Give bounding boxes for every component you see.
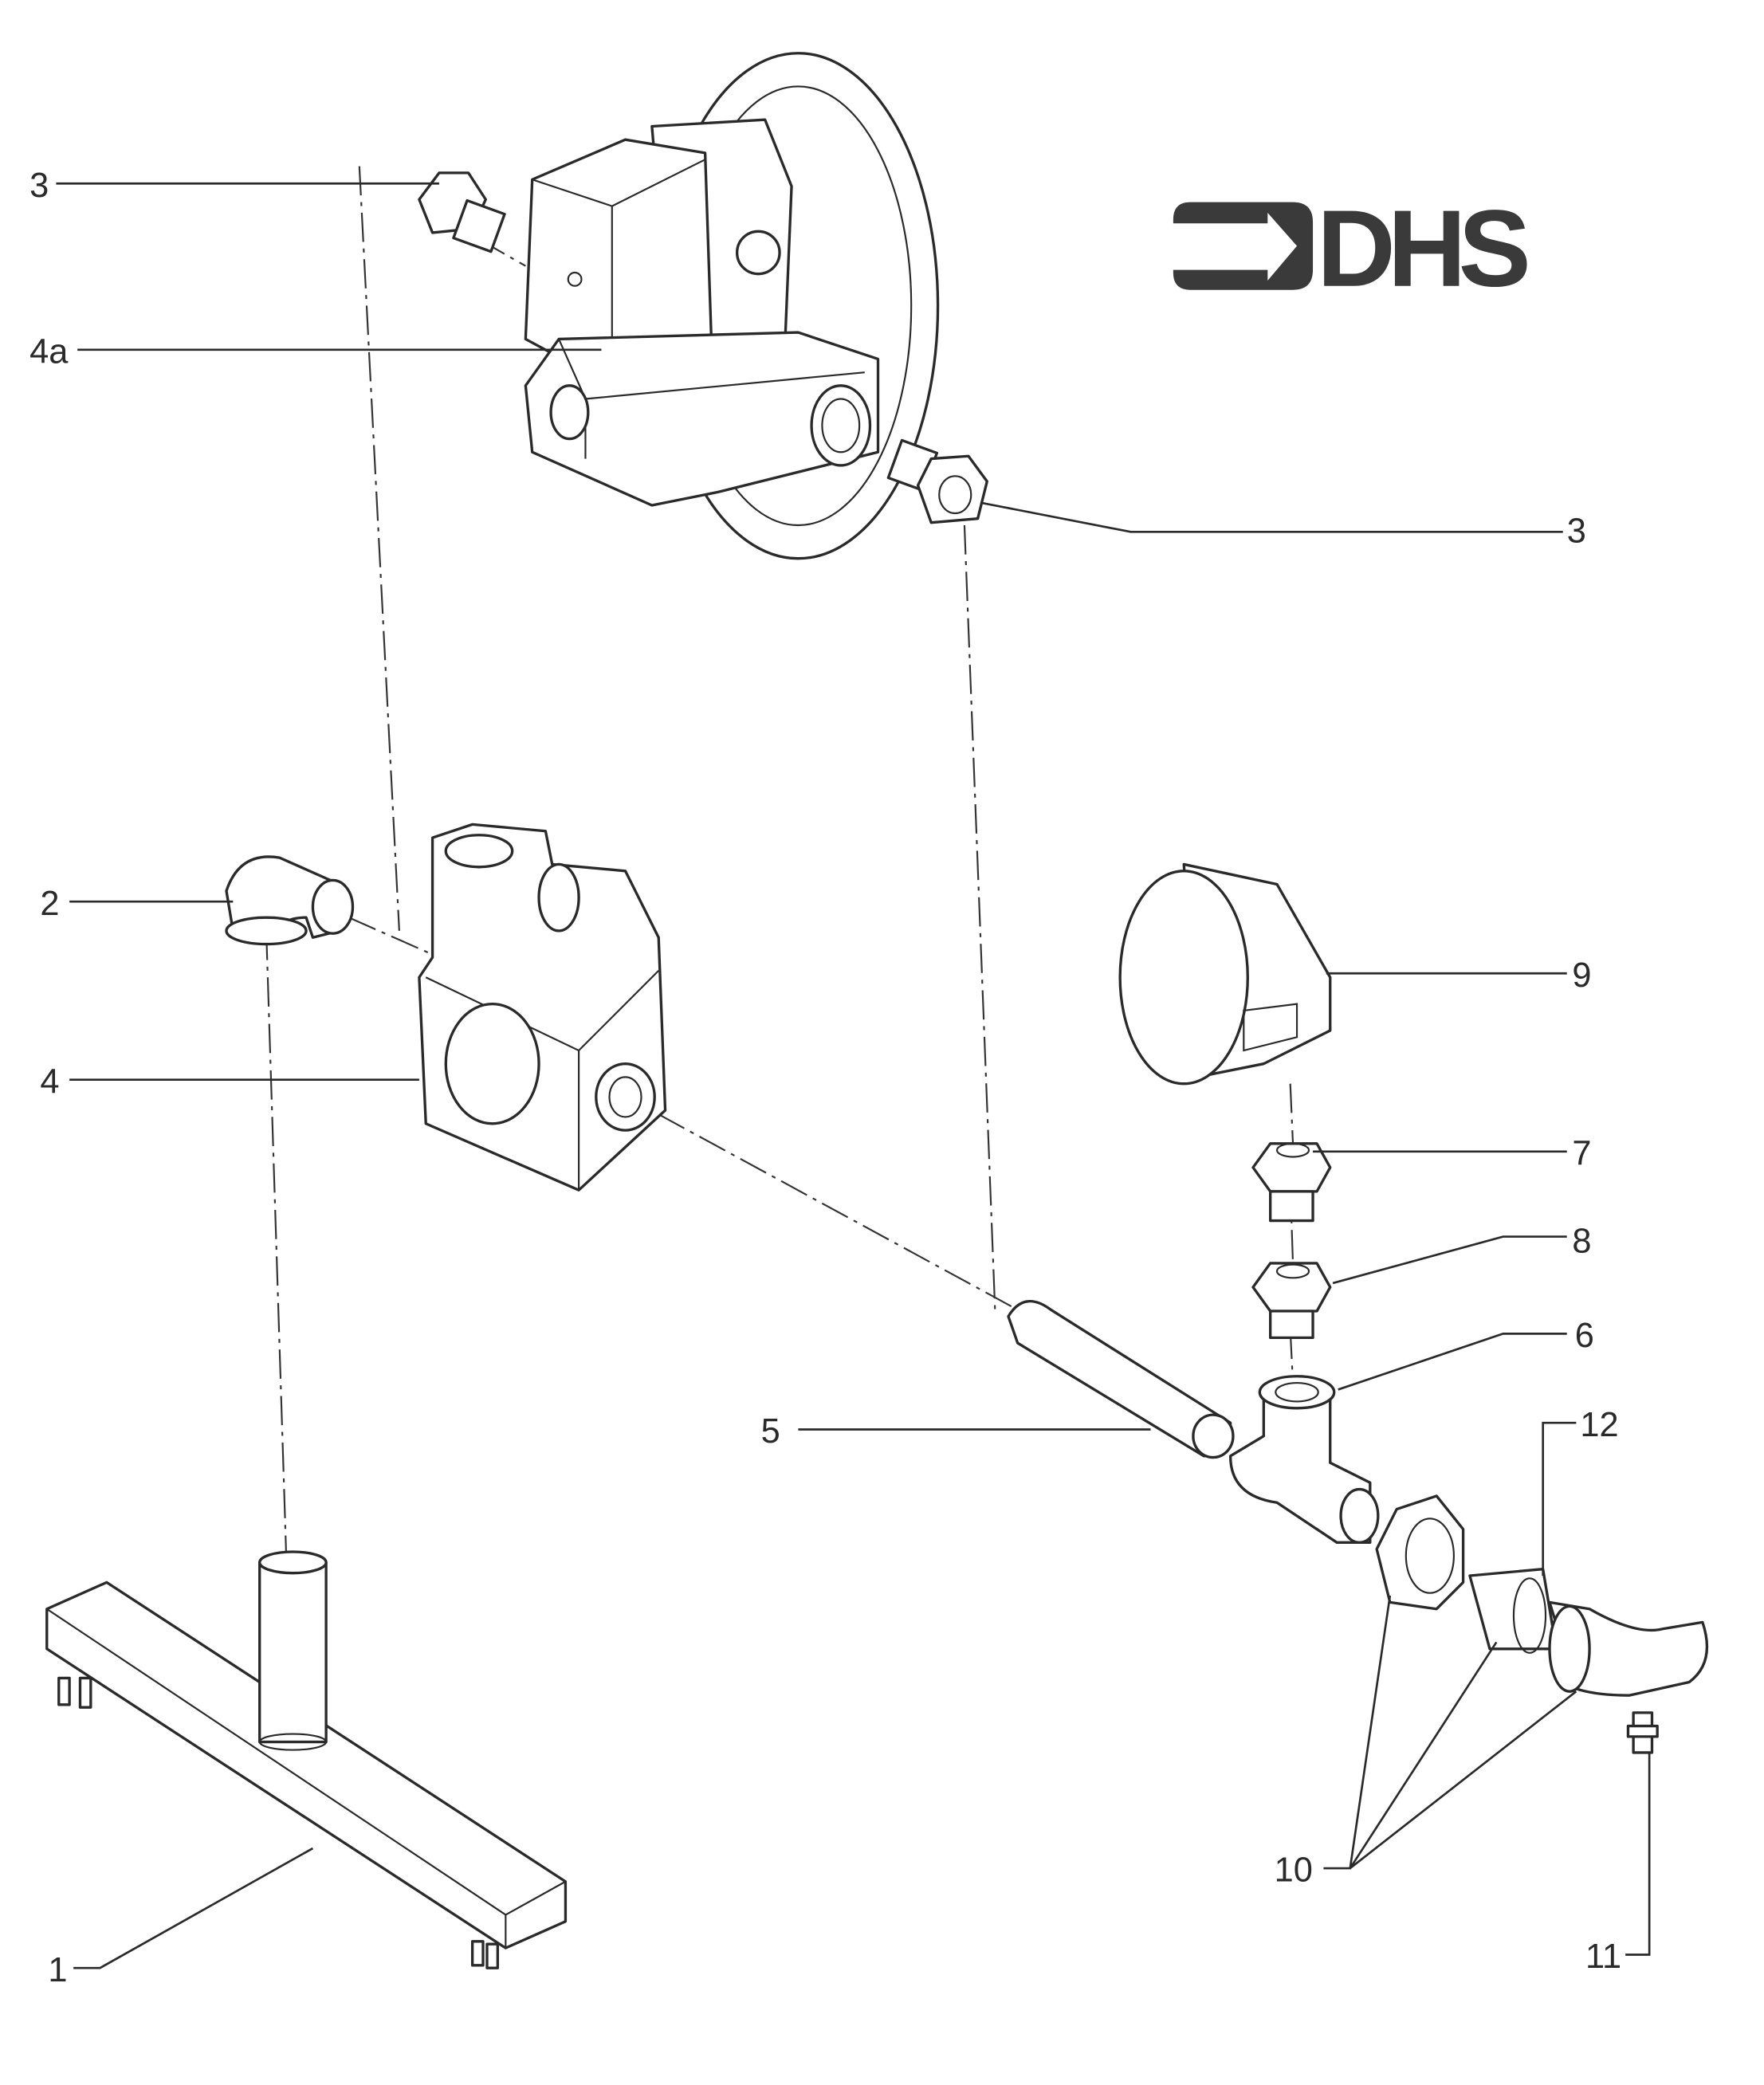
part-3-nipple-top [418,171,506,253]
part-7-nipple [1251,1142,1332,1223]
logo-arrow-mark [1173,202,1314,290]
part-9-pressure-gauge [1118,862,1332,1086]
part-4a-gas-valve-assembly [524,52,940,560]
logo-text: DHS [1317,187,1527,309]
callout-12: 12 [1580,1406,1618,1444]
callout-3-top: 3 [29,167,49,205]
callout-4: 4 [40,1062,59,1101]
part-3-nipple-right [886,438,988,524]
part-1-burner-bar [45,1550,568,1969]
part-4-gas-valve [418,823,667,1192]
part-8-nipple [1251,1262,1332,1340]
callout-10: 10 [1275,1851,1313,1890]
part-2-elbow [225,855,355,946]
part-5-pipe [1007,1299,1235,1459]
callout-11: 11 [1585,1938,1621,1976]
callout-7: 7 [1572,1134,1591,1172]
callout-1: 1 [48,1951,67,1989]
callout-6: 6 [1575,1317,1594,1355]
callout-3-right: 3 [1567,512,1586,551]
callout-4a: 4a [29,332,69,371]
part-10-union [1375,1494,1709,1697]
part-6-tee [1228,1375,1380,1544]
callout-lines [56,182,1651,1969]
callout-2: 2 [40,885,59,923]
dhs-logo: DHS [1173,187,1535,309]
callout-labels: 3 4a 3 2 4 9 7 8 6 5 12 10 11 1 [29,167,1621,1989]
callout-8: 8 [1572,1223,1591,1261]
callout-5: 5 [761,1412,780,1451]
callout-9: 9 [1572,956,1591,995]
part-11-test-nipple [1626,1711,1659,1754]
